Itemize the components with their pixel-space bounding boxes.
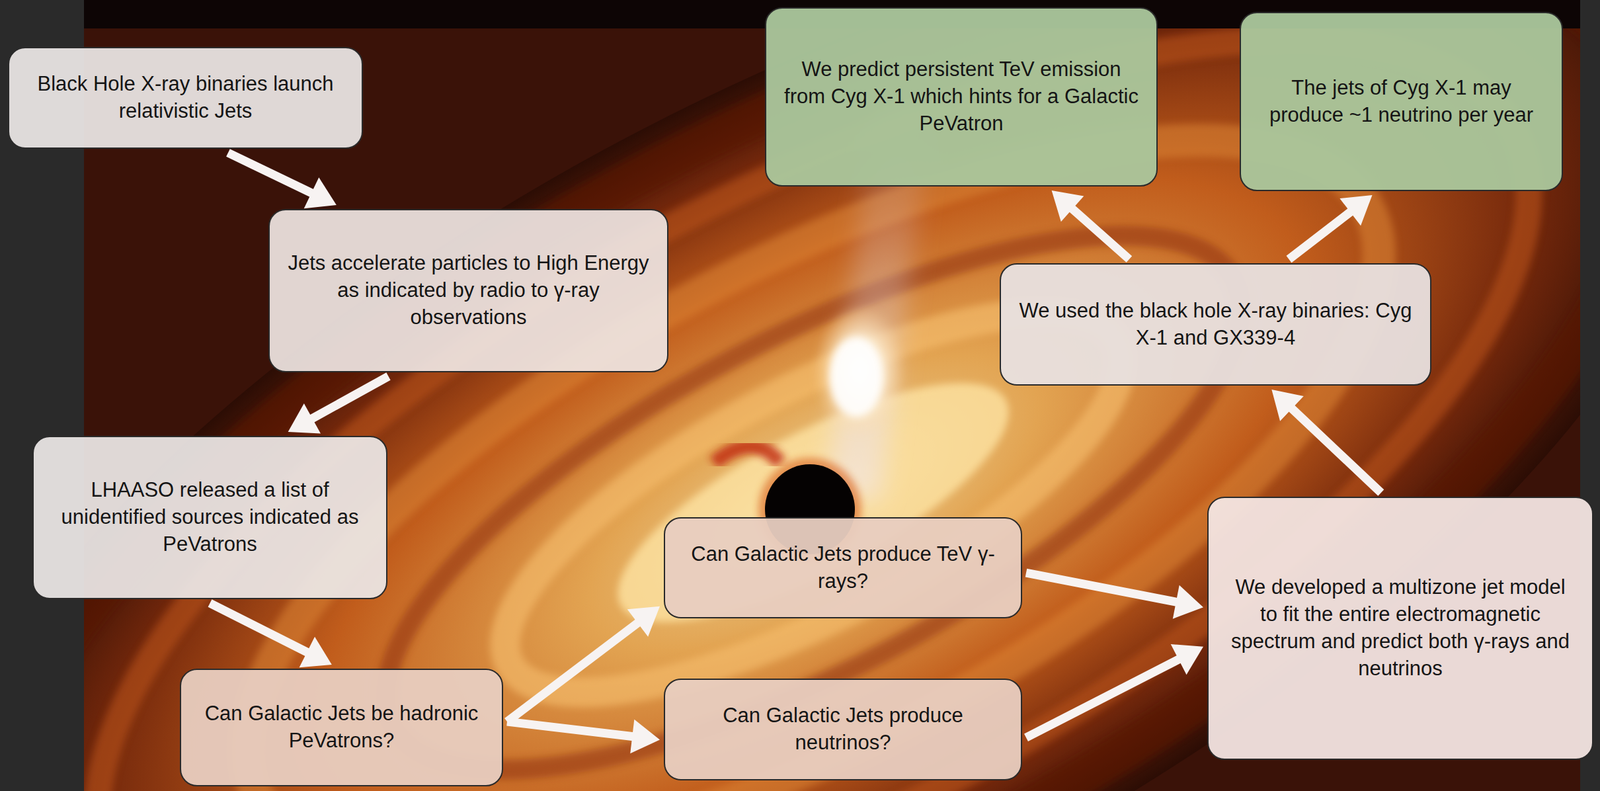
arrow-shaft (507, 721, 639, 737)
arrow-head (1170, 643, 1204, 675)
box-text: We predict persistent TeV emission from … (782, 56, 1141, 138)
flow-arrow (507, 719, 660, 754)
statement-box: Jets accelerate particles to High Energy… (268, 208, 669, 373)
arrow-head (288, 403, 321, 434)
box-text: Can Galactic Jets produce neutrinos? (680, 702, 1005, 757)
flow-arrow (1051, 190, 1130, 260)
box-text: Black Hole X-ray binaries launch relativ… (25, 70, 346, 125)
arrow-shaft (1068, 204, 1130, 260)
flow-arrow (1271, 389, 1381, 493)
flow-arrow (1026, 572, 1204, 619)
arrow-shaft (210, 602, 313, 655)
arrow-head (304, 177, 337, 209)
box-text: Jets accelerate particles to High Energy… (285, 249, 652, 332)
arrow-shaft (1287, 404, 1382, 493)
method-box: We developed a multizone jet model to fi… (1207, 496, 1594, 760)
question-box: Can Galactic Jets be hadronic PeVatrons? (179, 668, 504, 787)
flow-arrow (1026, 643, 1204, 738)
arrow-head (1339, 195, 1372, 226)
box-text: Can Galactic Jets produce TeV γ-rays? (680, 540, 1005, 596)
result-box: The jets of Cyg X-1 may produce ~1 neutr… (1239, 11, 1563, 192)
method-box: We used the black hole X-ray binaries: C… (999, 263, 1432, 386)
arrow-head (1051, 190, 1085, 222)
question-box: Can Galactic Jets produce neutrinos? (663, 678, 1023, 781)
flow-arrow (507, 606, 660, 722)
arrow-head (299, 636, 332, 668)
arrow-head (630, 719, 660, 754)
box-text: We used the black hole X-ray binaries: C… (1016, 297, 1415, 352)
box-text: The jets of Cyg X-1 may produce ~1 neutr… (1256, 74, 1546, 129)
box-text: Can Galactic Jets be hadronic PeVatrons? (197, 700, 486, 755)
question-box: Can Galactic Jets produce TeV γ-rays? (663, 517, 1023, 619)
arrow-shaft (228, 152, 317, 196)
arrow-head (627, 606, 660, 637)
statement-box: Black Hole X-ray binaries launch relativ… (7, 46, 363, 149)
arrow-head (1172, 585, 1204, 619)
flow-arrow (1289, 195, 1373, 260)
result-box: We predict persistent TeV emission from … (764, 7, 1158, 187)
flow-arrow (288, 376, 389, 434)
arrow-shaft (1026, 656, 1184, 738)
box-text: LHAASO released a list of unidentified s… (49, 476, 371, 559)
arrow-shaft (1026, 572, 1182, 603)
flow-arrow (210, 602, 332, 668)
statement-box: LHAASO released a list of unidentified s… (32, 435, 388, 600)
flow-arrow (228, 152, 337, 209)
arrow-shaft (1289, 208, 1355, 260)
box-text: We developed a multizone jet model to fi… (1224, 573, 1577, 683)
arrow-shaft (307, 376, 389, 422)
arrow-head (1271, 389, 1304, 422)
arrow-shaft (507, 619, 642, 722)
